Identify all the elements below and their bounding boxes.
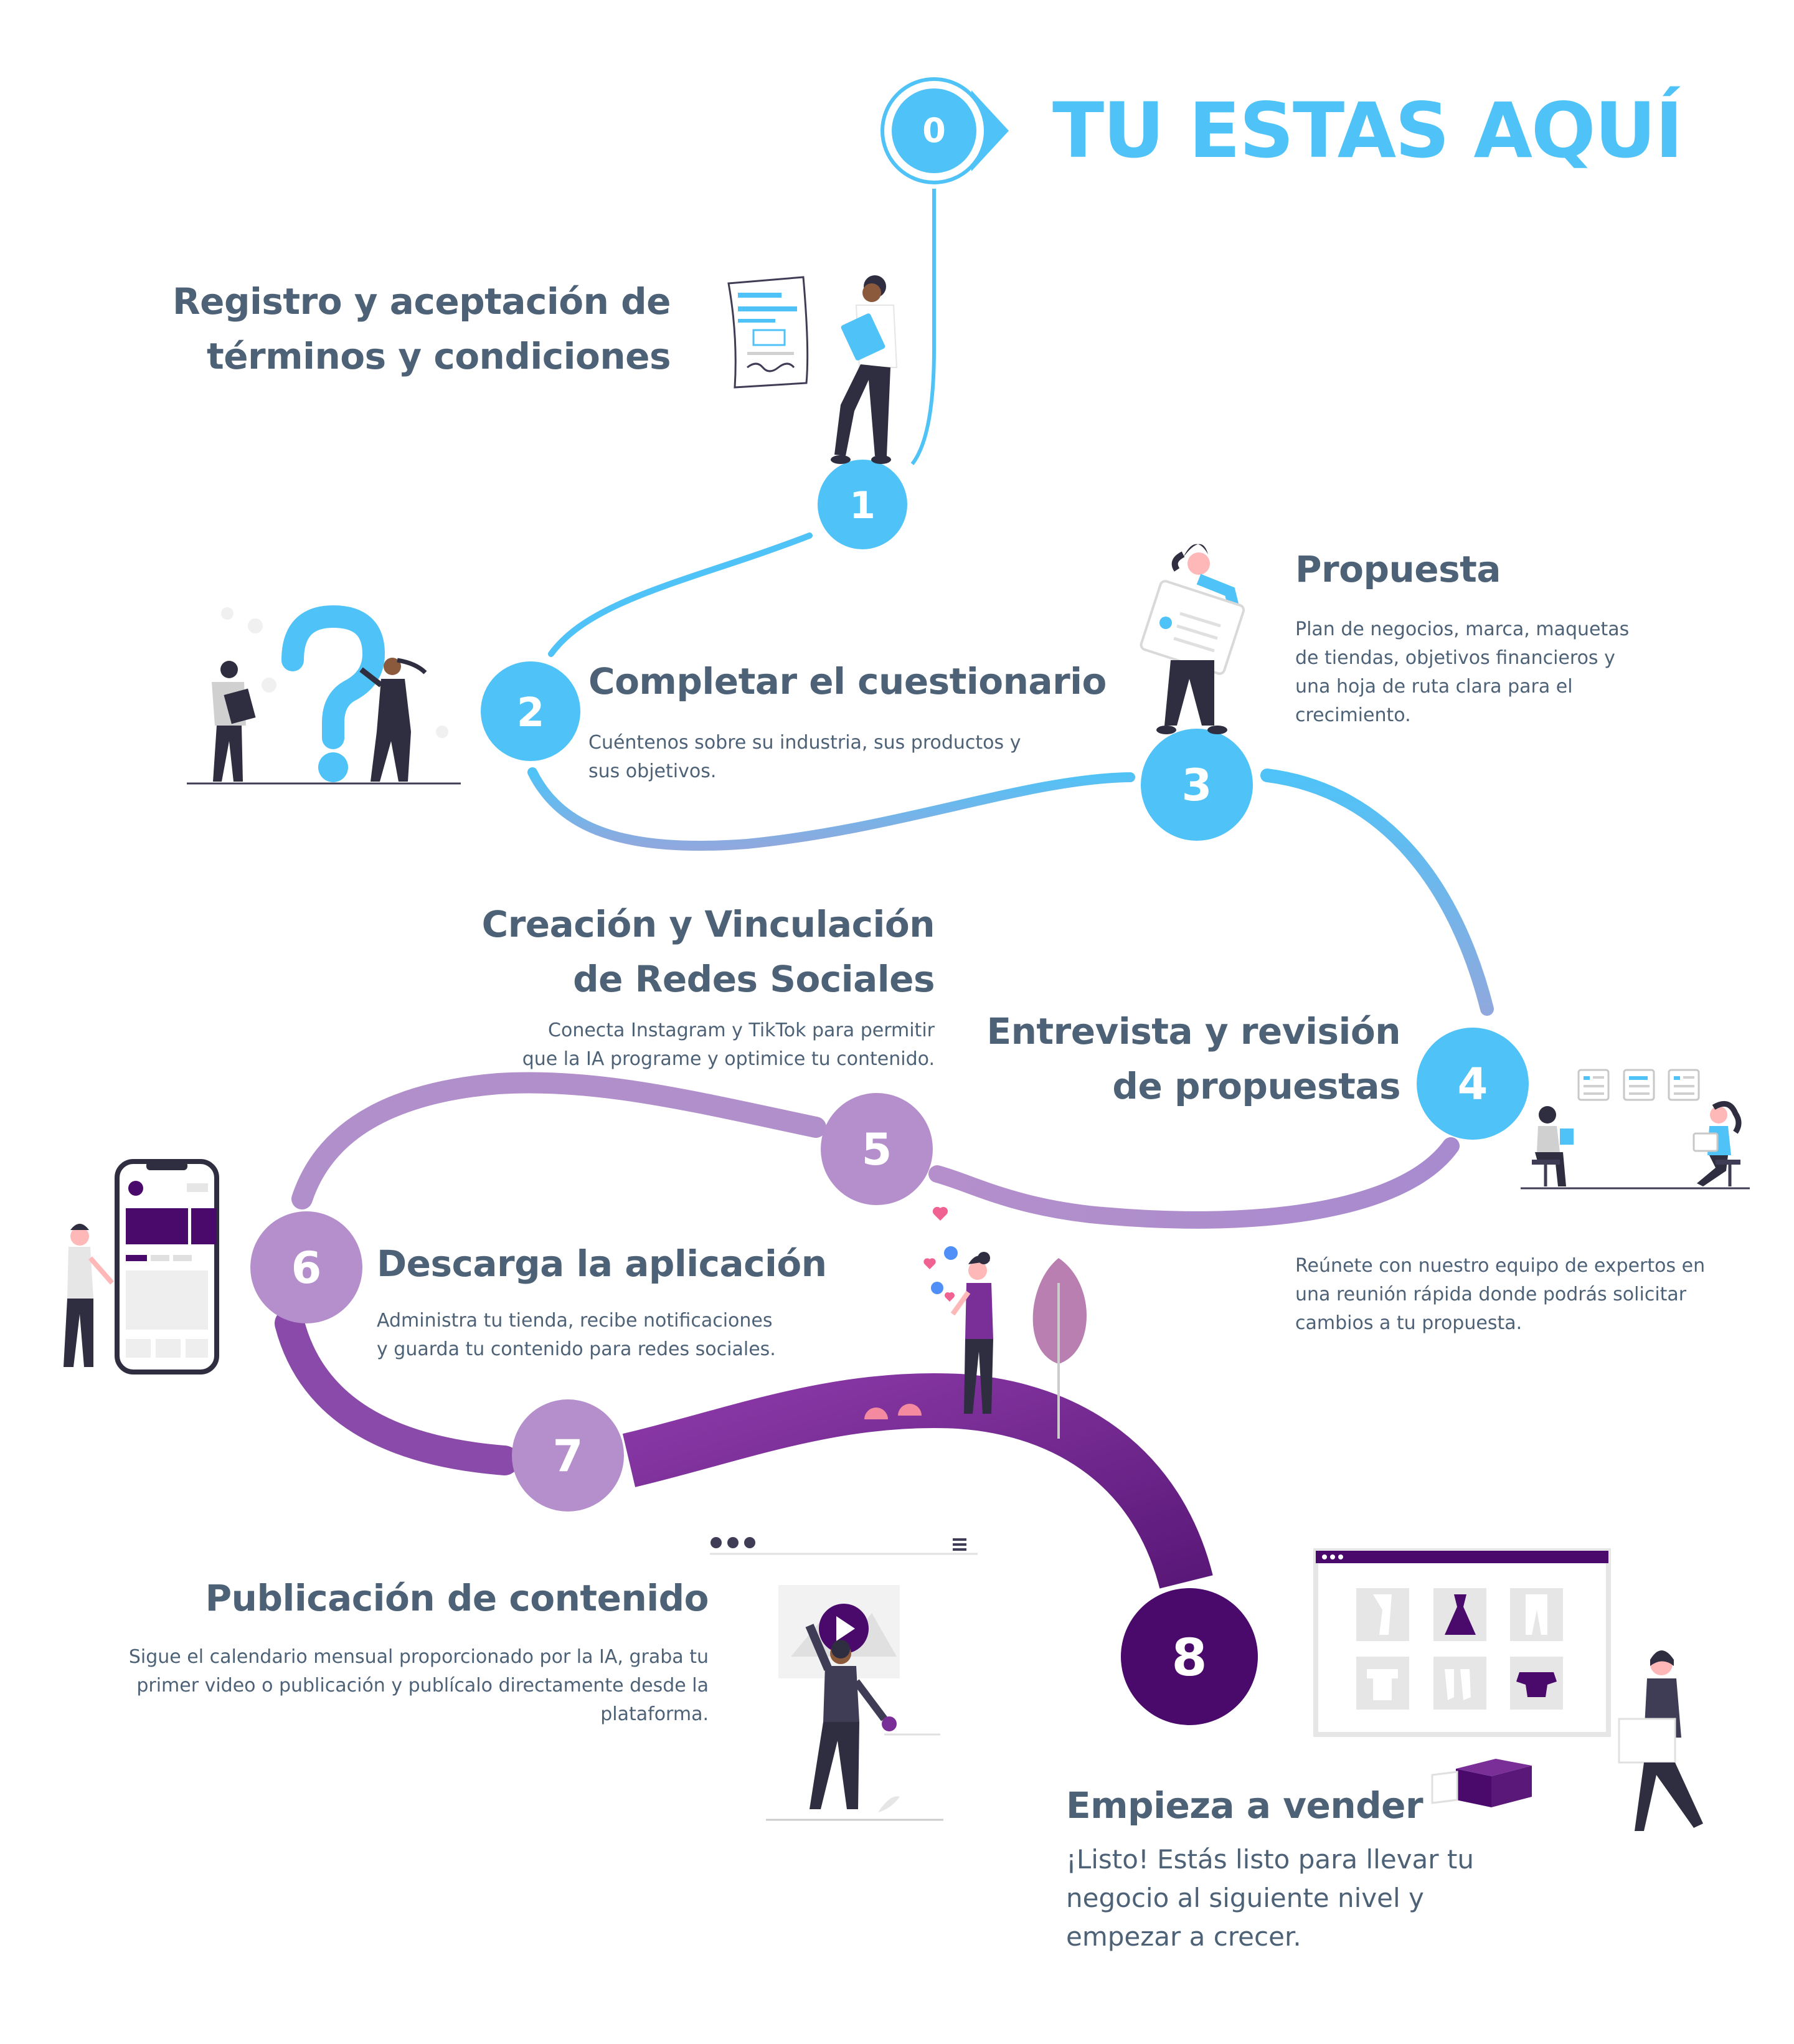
step-8-desc-line-3: empezar a crecer. xyxy=(1066,1921,1301,1952)
social-likes-illustration xyxy=(923,1206,1087,1439)
step-8-desc-line-1: ¡Listo! Estás listo para llevar tu xyxy=(1066,1844,1474,1875)
step-5-title-line-2: de Redes Sociales xyxy=(573,958,935,1000)
step-2-description: Cuéntenos sobre su industria, sus produc… xyxy=(588,729,1021,786)
step-1-title-line-2: términos y condiciones xyxy=(206,335,671,377)
step-5-title-line-1: Creación y Vinculación xyxy=(481,903,935,945)
step-4-number: 4 xyxy=(1458,1059,1488,1110)
step-0-marker: 0 xyxy=(880,77,1009,184)
step-6-desc-line-2: y guarda tu contenido para redes sociale… xyxy=(377,1338,776,1360)
step-2-title: Completar el cuestionario xyxy=(588,660,1107,703)
step-7-marker: 7 xyxy=(512,1399,624,1512)
step-7-title: Publicación de contenido xyxy=(205,1577,709,1619)
step-8-desc-line-2: negocio al siguiente nivel y xyxy=(1066,1883,1424,1913)
step-8-description: ¡Listo! Estás listo para llevar tu negoc… xyxy=(1066,1840,1474,1956)
step-4-marker: 4 xyxy=(1417,1028,1529,1140)
step-4-description: Reúnete con nuestro equipo de expertos e… xyxy=(1295,1252,1705,1338)
step-5-desc-line-1: Conecta Instagram y TikTok para permitir xyxy=(548,1020,935,1041)
step-1-title: Registro y aceptación de términos y cond… xyxy=(172,274,671,384)
step-4-desc-line-1: Reúnete con nuestro equipo de expertos e… xyxy=(1295,1255,1706,1277)
journey-path xyxy=(275,189,1494,1589)
step-5-number: 5 xyxy=(862,1124,892,1175)
step-4-desc-line-3: cambios a tu propuesta. xyxy=(1295,1312,1523,1334)
step-7-desc-line-1: Sigue el calendario mensual proporcionad… xyxy=(128,1646,709,1668)
step-2-desc-line-1: Cuéntenos sobre su industria, sus produc… xyxy=(588,732,1021,754)
step-1-marker: 1 xyxy=(818,460,907,549)
step-4-title-line-1: Entrevista y revisión xyxy=(986,1010,1400,1053)
step-3-desc-line-1: Plan de negocios, marca, maquetas xyxy=(1295,618,1630,640)
step-3-desc-line-2: de tiendas, objetivos financieros y xyxy=(1295,647,1615,669)
step-5-desc-line-2: que la IA programe y optimice tu conteni… xyxy=(522,1048,935,1070)
step-3-desc-line-4: crecimiento. xyxy=(1295,704,1411,726)
step-6-title: Descarga la aplicación xyxy=(377,1242,827,1285)
step-8-title: Empieza a vender xyxy=(1066,1784,1423,1827)
step-6-number: 6 xyxy=(291,1242,322,1294)
step-4-title-line-2: de propuestas xyxy=(1112,1065,1400,1107)
meeting-illustration xyxy=(1521,1069,1750,1190)
step-3-marker: 3 xyxy=(1141,729,1253,841)
question-mark-illustration xyxy=(187,605,461,785)
step-6-desc-line-1: Administra tu tienda, recibe notificacio… xyxy=(377,1310,773,1332)
step-5-title: Creación y Vinculación de Redes Sociales xyxy=(482,897,935,1006)
step-5-description: Conecta Instagram y TikTok para permitir… xyxy=(522,1016,935,1074)
step-4-desc-line-2: una reunión rápida donde podrás solicita… xyxy=(1295,1284,1687,1305)
page-title: TU ESTAS AQUÍ xyxy=(1052,87,1683,175)
step-4-title: Entrevista y revisión de propuestas xyxy=(986,1004,1400,1114)
video-publish-illustration xyxy=(710,1537,978,1821)
step-3-desc-line-3: una hoja de ruta clara para el xyxy=(1295,676,1573,698)
step-5-marker: 5 xyxy=(821,1093,933,1205)
step-7-number: 7 xyxy=(553,1431,583,1482)
step-8-marker: 8 xyxy=(1121,1588,1258,1725)
step-6-description: Administra tu tienda, recibe notificacio… xyxy=(377,1307,776,1364)
step-3-description: Plan de negocios, marca, maquetas de tie… xyxy=(1295,615,1629,730)
step-7-description: Sigue el calendario mensual proporcionad… xyxy=(129,1643,709,1729)
proposal-illustration xyxy=(1140,544,1245,734)
step-0-number: 0 xyxy=(922,111,946,150)
step-2-marker: 2 xyxy=(481,661,580,761)
step-1-title-line-1: Registro y aceptación de xyxy=(172,280,671,323)
phone-app-illustration xyxy=(64,1159,219,1374)
document-illustration xyxy=(727,275,898,464)
step-6-marker: 6 xyxy=(250,1211,362,1323)
step-3-title: Propuesta xyxy=(1295,548,1501,590)
step-7-desc-line-2: primer video o publicación y publícalo d… xyxy=(136,1675,709,1696)
online-store-illustration xyxy=(1313,1548,1703,1831)
step-1-number: 1 xyxy=(849,484,876,528)
step-2-desc-line-2: sus objetivos. xyxy=(588,760,717,782)
step-8-number: 8 xyxy=(1171,1629,1207,1688)
step-3-number: 3 xyxy=(1182,760,1212,811)
step-7-desc-line-3: plataforma. xyxy=(600,1703,709,1725)
step-2-number: 2 xyxy=(517,690,545,736)
